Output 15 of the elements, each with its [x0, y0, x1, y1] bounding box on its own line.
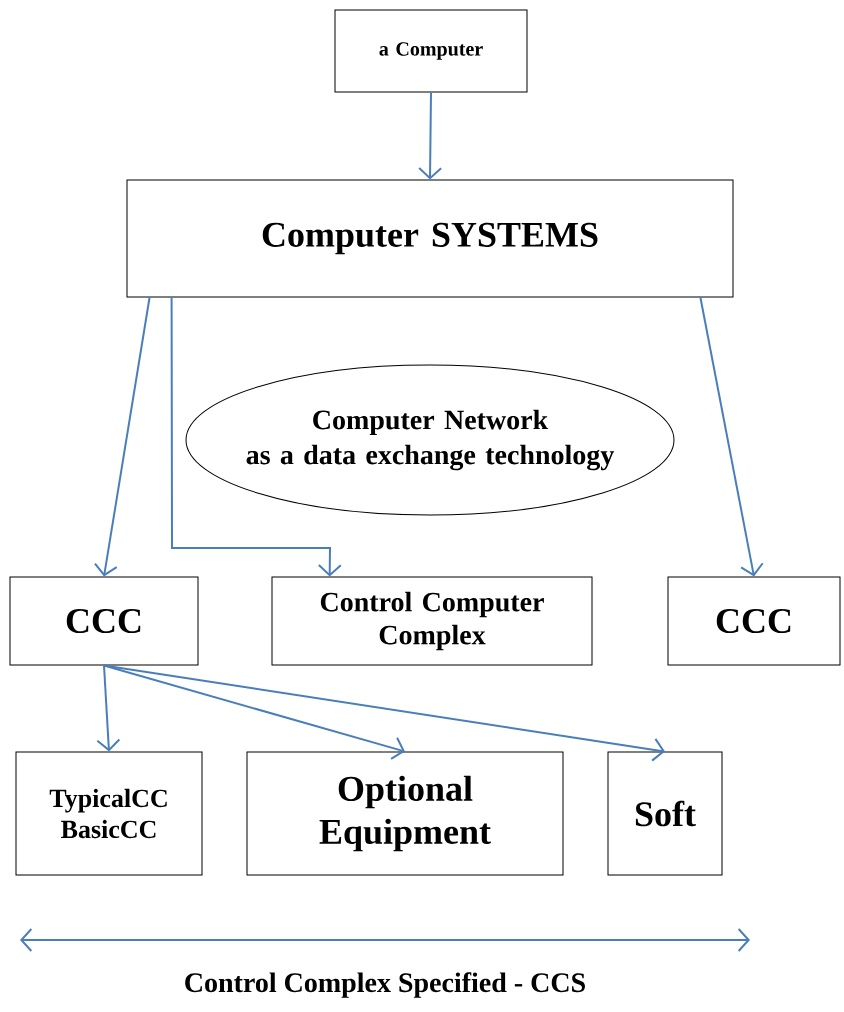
arrow [94, 296, 151, 577]
process-box: a Computer [334, 9, 528, 93]
arrow [103, 664, 665, 762]
caption-text: Control Complex Specified - CCS [185, 972, 585, 998]
arrow [699, 296, 764, 577]
process-box: Optional Equipment [246, 751, 564, 876]
arrow [170, 296, 342, 577]
process-box: Soft [607, 751, 723, 876]
arrow [418, 91, 443, 180]
process-box: Control Computer Complex [271, 576, 593, 666]
process-box: TypicalCC BasicCC [15, 751, 203, 876]
arrow [96, 664, 121, 752]
process-box: CCC [9, 576, 199, 666]
process-box: CCC [667, 576, 841, 666]
process-box: Computer SYSTEMS [126, 179, 734, 298]
